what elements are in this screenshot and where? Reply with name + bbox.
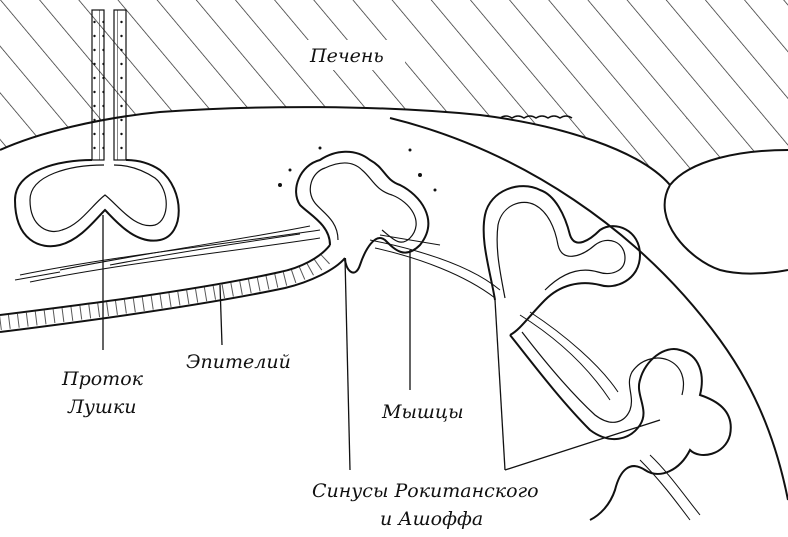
sinus-2: [484, 186, 640, 335]
leader-lines: [103, 215, 660, 470]
mucosal-epithelium: [0, 245, 345, 332]
sinus-3: [510, 332, 731, 520]
label-duct-line1: Проток: [61, 368, 144, 390]
liver-lobe-edge: [665, 185, 788, 274]
label-liver: Печень: [309, 45, 384, 67]
label-sinuses-line1: Синусы Рокитанского: [312, 480, 539, 502]
label-epithelium: Эпителий: [186, 351, 291, 373]
label-duct-line2: Лушки: [67, 396, 136, 418]
sinus-1: [278, 147, 437, 273]
label-sinuses-line2: и Ашоффа: [380, 508, 483, 530]
muscle-fibers-lower: [520, 312, 700, 520]
label-muscles: Мышцы: [381, 401, 464, 423]
